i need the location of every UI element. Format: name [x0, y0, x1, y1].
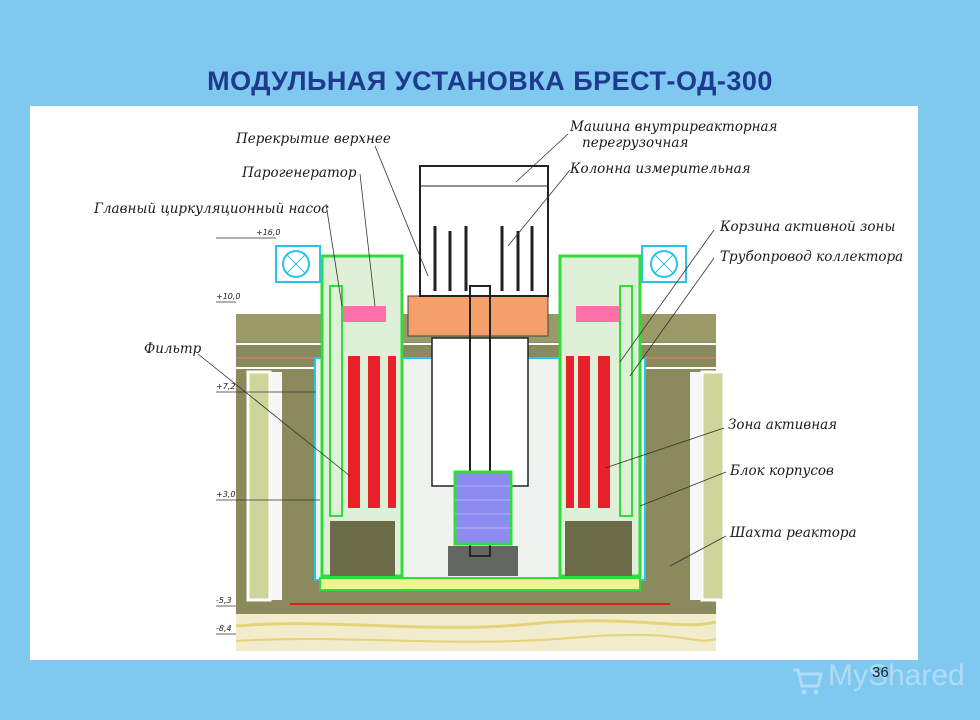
callout-core-basket: Корзина активной зоны: [720, 219, 896, 235]
cart-icon: [793, 668, 823, 695]
reactor-diagram: Перекрытие верхнее Парогенератор Главный…: [30, 106, 918, 660]
reactor-drawing: [197, 133, 727, 651]
callout-steam-generator: Парогенератор: [242, 165, 357, 181]
watermark-logo: MyShared: [790, 656, 965, 700]
callout-filter: Фильтр: [144, 341, 202, 357]
callout-upper-slab: Перекрытие верхнее: [236, 131, 391, 147]
level-label: +7,2: [216, 382, 236, 391]
level-label: +3,0: [216, 490, 236, 499]
page-number: 36: [872, 664, 889, 681]
callout-refuelling-machine-2: перегрузочная: [582, 135, 689, 151]
callout-collector-pipe: Трубопровод коллектора: [720, 249, 904, 265]
callout-main-pump: Главный циркуляционный насос: [94, 201, 329, 217]
refuelling-machine: [419, 165, 549, 297]
callout-vessel-block: Блок корпусов: [730, 463, 834, 479]
callout-active-zone: Зона активная: [728, 417, 838, 433]
level-label: -5,3: [216, 596, 232, 605]
watermark-text: MyShared: [828, 659, 965, 692]
foundation-slab: [236, 611, 716, 651]
active-core: [453, 470, 513, 546]
callout-measuring-column: Колонна измерительная: [570, 161, 751, 177]
callout-refuelling-machine: Машина внутриреакторная: [570, 119, 778, 135]
level-label: +16,0: [256, 228, 281, 237]
slide-title: МОДУЛЬНАЯ УСТАНОВКА БРЕСТ-ОД-300: [207, 66, 773, 96]
level-label: +10,0: [216, 292, 241, 301]
level-label: -8,4: [216, 624, 232, 633]
callout-reactor-shaft: Шахта реактора: [730, 525, 857, 541]
